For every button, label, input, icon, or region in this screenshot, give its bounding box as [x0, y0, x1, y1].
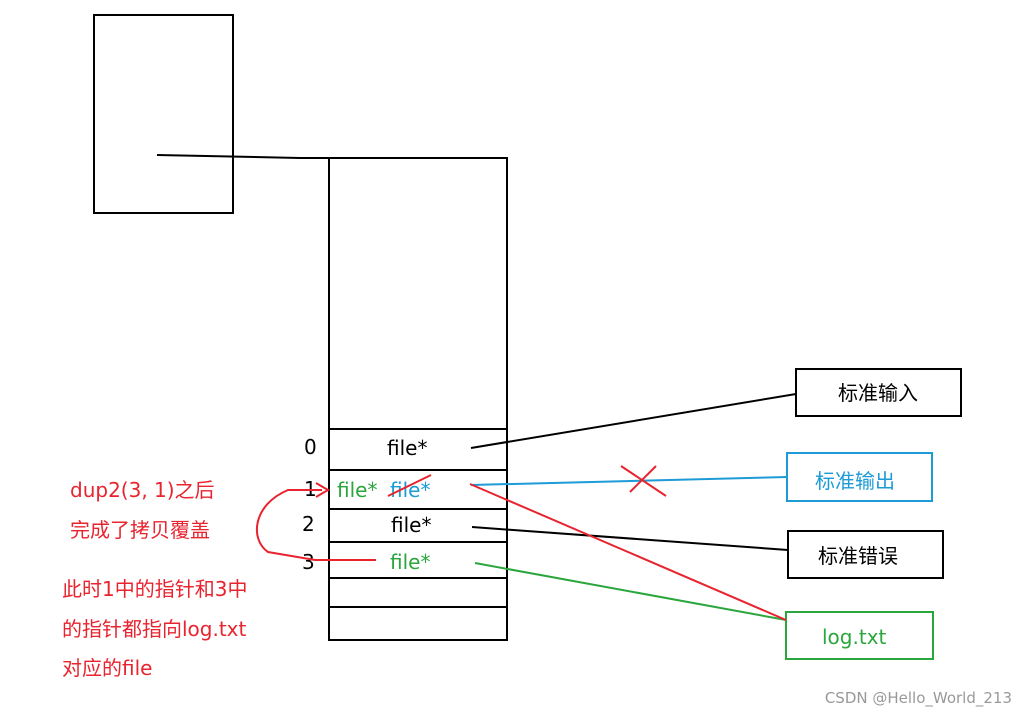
- log-file-box: [785, 611, 934, 660]
- stdin-label: 标准输入: [838, 381, 918, 405]
- fd-slot-1-new-pointer: file*: [337, 478, 377, 502]
- fd3-to-log-line: [474, 562, 787, 621]
- fd-slot-1-old-pointer: file*: [390, 478, 430, 502]
- copy-arrowhead: [315, 482, 330, 498]
- stderr-label: 标准错误: [818, 544, 898, 568]
- stderr-box: [787, 530, 944, 579]
- watermark: CSDN @Hello_World_213: [825, 689, 1012, 708]
- fd0-to-stdin-line: [470, 393, 797, 449]
- fd-slot-0-pointer: file*: [387, 436, 427, 460]
- fd-slot-2-pointer: file*: [391, 513, 431, 537]
- stdout-label: 标准输出: [815, 469, 895, 493]
- annotation-line-3: 此时1中的指针和3中: [62, 577, 247, 601]
- old-pointer-strike: [387, 474, 432, 497]
- annotation-line-1: dup2(3, 1)之后: [70, 478, 215, 502]
- fd1-to-stdout-line: [470, 476, 788, 486]
- copy-arrow: [255, 489, 376, 561]
- process-box: [93, 14, 234, 214]
- stdin-box: [795, 368, 962, 417]
- cut-link-cross: [620, 465, 667, 497]
- fd-index-3: 3: [302, 550, 315, 574]
- fd-index-0: 0: [304, 435, 317, 459]
- annotation-line-4: 的指针都指向log.txt: [62, 617, 247, 641]
- fd1-to-log-line: [469, 483, 787, 621]
- annotation-line-2: 完成了拷贝覆盖: [70, 518, 210, 542]
- fd-slot-3-pointer: file*: [390, 550, 430, 574]
- fd-index-2: 2: [302, 512, 315, 536]
- process-to-table-line: [156, 154, 330, 159]
- fd2-to-stderr-line: [471, 526, 789, 551]
- fd-table: [328, 157, 508, 641]
- cut-link-cross: [629, 465, 657, 493]
- annotation-line-5: 对应的file: [62, 656, 152, 680]
- log-file-label: log.txt: [822, 625, 887, 649]
